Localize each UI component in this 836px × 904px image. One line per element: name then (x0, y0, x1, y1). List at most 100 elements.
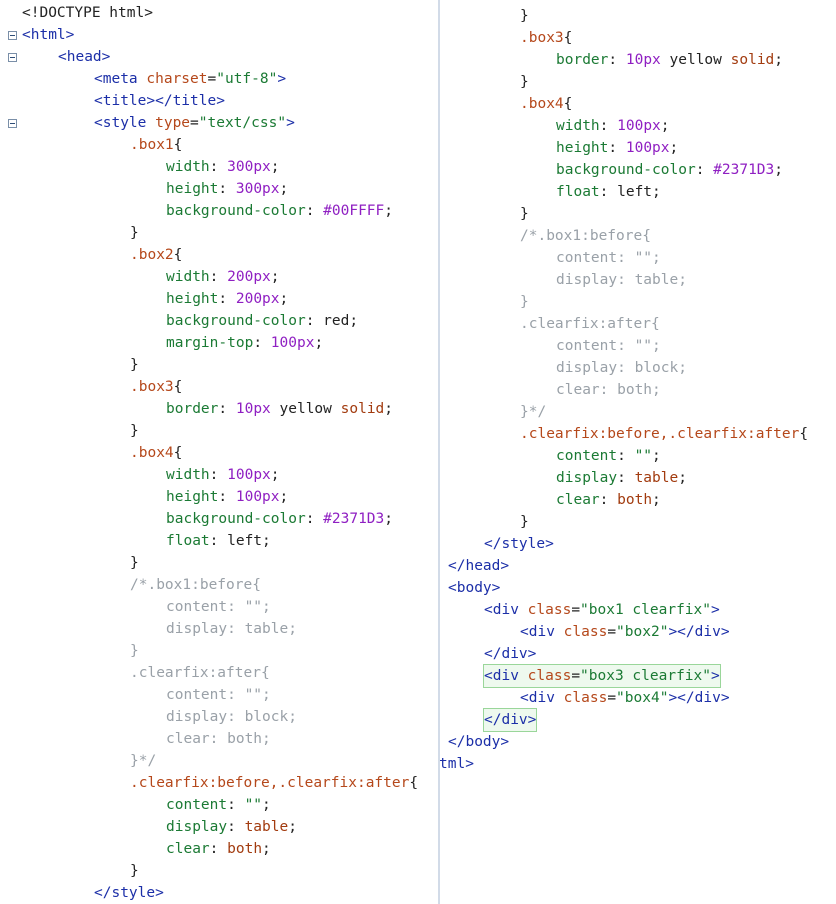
code-token: width (166, 269, 210, 285)
code-token: charset (146, 71, 208, 87)
code-line: float: left; (166, 530, 271, 552)
code-token: "box2" (616, 624, 669, 640)
code-token: <div (520, 624, 564, 640)
code-line: content: ""; (556, 247, 661, 269)
code-token: display: block; (166, 709, 297, 725)
code-token: ; (652, 492, 661, 508)
code-line: <title></title> (94, 90, 225, 112)
code-token: .clearfix:after{ (520, 316, 660, 332)
code-line: } (520, 203, 529, 225)
code-token: display (556, 470, 618, 486)
code-line: tml> (440, 753, 474, 775)
code-token: background-color (556, 162, 696, 178)
code-token: height (556, 140, 609, 156)
code-token: : (227, 797, 245, 813)
code-line: <div class="box2"></div> (520, 621, 730, 643)
code-token: html (30, 27, 66, 43)
code-token: table (634, 470, 679, 486)
code-pane-left[interactable]: <!DOCTYPE html><html><head><meta charset… (0, 0, 438, 904)
code-line: } (130, 222, 139, 244)
code-token: : (209, 159, 228, 175)
code-token: > (711, 668, 720, 684)
code-line: .clearfix:before,.clearfix:after{ (130, 772, 418, 794)
code-token: border (166, 401, 219, 417)
code-token: } (130, 423, 139, 439)
code-token: width (166, 159, 210, 175)
code-token: ; (384, 401, 394, 417)
code-token: : (218, 291, 236, 307)
code-line: display: table; (556, 467, 687, 489)
code-token: .clearfix:after{ (130, 665, 270, 681)
code-token: = (207, 71, 217, 87)
code-token: height (166, 489, 219, 505)
code-line: } (520, 71, 529, 93)
code-line: .clearfix:after{ (130, 662, 270, 684)
code-line: </body> (448, 731, 509, 753)
code-token: class (527, 602, 572, 618)
code-token: = (607, 690, 617, 706)
code-line: .box3{ (520, 27, 572, 49)
code-token: 200px (227, 269, 271, 285)
code-token: clear (556, 492, 600, 508)
code-token: ; (279, 181, 289, 197)
code-token: height (166, 291, 219, 307)
code-token: } (130, 643, 139, 659)
code-line: } (520, 291, 529, 313)
code-line: </style> (94, 882, 164, 904)
code-token: </style> (484, 536, 554, 552)
code-token: : (617, 448, 635, 464)
code-token: type (155, 115, 191, 131)
code-token: solid (730, 52, 775, 68)
code-token: } (520, 294, 529, 310)
code-pane-right[interactable]: }.box3{border: 10px yellow solid;}.box4{… (440, 0, 836, 904)
code-token: content: ""; (166, 599, 271, 615)
code-token: "utf-8" (216, 71, 278, 87)
code-token: { (173, 247, 183, 263)
code-token: : (608, 140, 626, 156)
code-token: content (556, 448, 618, 464)
code-line: <div class="box1 clearfix"> (484, 599, 720, 621)
fold-gutter (0, 0, 18, 904)
code-token: yellow (270, 401, 341, 417)
code-line: }*/ (130, 750, 156, 772)
code-line: display: block; (166, 706, 297, 728)
code-line: content: ""; (166, 684, 271, 706)
code-line: } (130, 640, 139, 662)
code-line: <body> (448, 577, 500, 599)
code-line: display: block; (556, 357, 687, 379)
code-token: } (130, 555, 139, 571)
fold-toggle-icon[interactable] (8, 53, 17, 62)
code-line: </div> (484, 643, 536, 665)
code-token: ; (314, 335, 324, 351)
code-token: = (190, 115, 199, 131)
code-token: : (608, 52, 626, 68)
pane-splitter[interactable] (438, 0, 440, 904)
code-token: > (65, 27, 75, 43)
code-token: ; (262, 841, 271, 857)
code-token: <title></title> (94, 93, 225, 109)
code-token: 100px (617, 118, 661, 134)
code-token: background-color (166, 511, 306, 527)
code-token: 200px (235, 291, 280, 307)
code-token: < (22, 27, 31, 43)
code-line: } (130, 552, 139, 574)
code-token: = (571, 602, 581, 618)
code-token: 100px (270, 335, 315, 351)
code-line: clear: both; (556, 379, 661, 401)
code-token: { (799, 426, 809, 442)
fold-toggle-icon[interactable] (8, 31, 17, 40)
code-token: 300px (235, 181, 280, 197)
code-line: </style> (484, 533, 554, 555)
code-token: } (520, 514, 529, 530)
code-line: .box4{ (130, 442, 182, 464)
code-line: .box4{ (520, 93, 572, 115)
code-line: border: 10px yellow solid; (556, 49, 783, 71)
code-token: width (166, 467, 210, 483)
code-token: ></div> (668, 624, 730, 640)
code-token: ; (774, 162, 783, 178)
code-line: } (520, 5, 529, 27)
code-token: ; (279, 489, 289, 505)
code-line: .clearfix:after{ (520, 313, 660, 335)
fold-toggle-icon[interactable] (8, 119, 17, 128)
code-token: ; (678, 470, 687, 486)
